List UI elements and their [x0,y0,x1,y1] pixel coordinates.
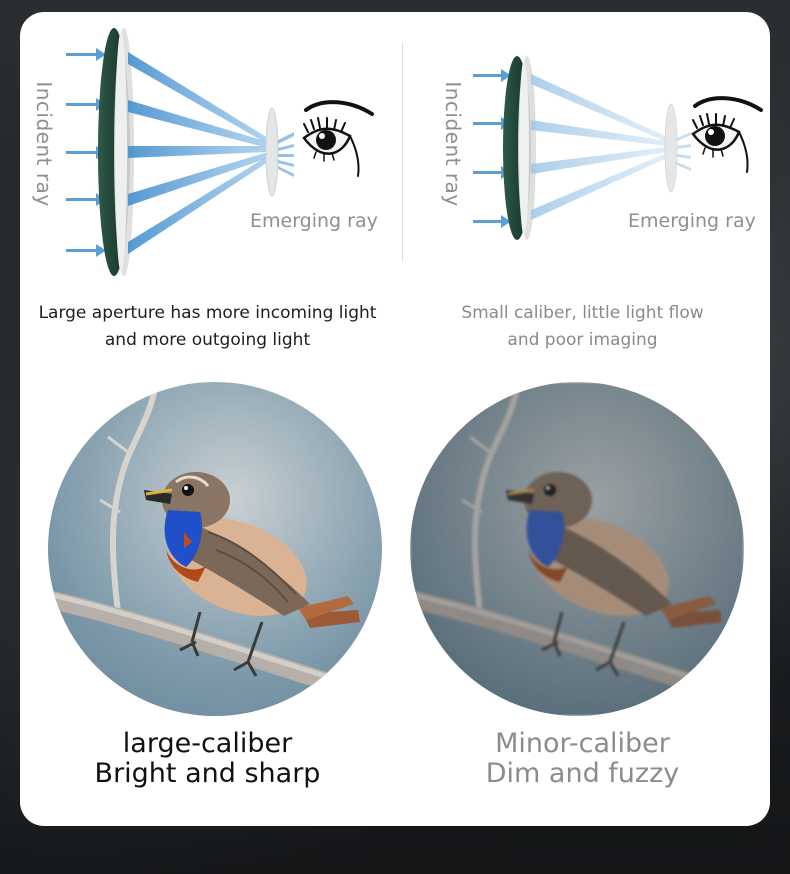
emerging-ray-label: Emerging ray [250,210,378,232]
bird [144,472,360,677]
caption-line: and poor imaging [507,330,658,350]
eye-icon [691,96,763,173]
result-line: Minor-caliber [495,728,670,759]
large-aperture-caption: Large aperture has more incoming light a… [20,300,395,354]
eye-icon [302,100,374,177]
large-aperture-panel: Incident ray Emerging ray Large aperture… [20,12,395,826]
converging-rays [531,74,667,220]
large-caliber-result: large-caliber Bright and sharp [20,729,395,789]
caption-line: Large aperture has more incoming light [38,303,377,323]
incident-ray-label: Incident ray [32,81,56,207]
incident-ray-label: Incident ray [441,81,465,207]
small-aperture-ray-diagram [473,56,763,240]
emerging-ray-label: Emerging ray [628,210,756,232]
sharp-bird-image [48,382,382,716]
fuzzy-bird-image [410,382,744,716]
result-line: large-caliber [122,728,293,759]
minor-caliber-result: Minor-caliber Dim and fuzzy [395,729,770,789]
eyepiece-lens [265,107,279,197]
small-aperture-caption: Small caliber, little light flow and poo… [395,300,770,354]
caption-line: and more outgoing light [104,330,311,350]
result-line: Dim and fuzzy [485,758,680,789]
panel-divider [402,42,403,262]
result-line: Bright and sharp [94,758,321,789]
large-aperture-ray-diagram [66,28,374,276]
converging-rays [128,52,268,254]
comparison-card: Incident ray Emerging ray Large aperture… [20,12,770,826]
caption-line: Small caliber, little light flow [461,303,704,323]
eyepiece-lens [664,103,678,193]
small-aperture-panel: Incident ray Emerging ray Small caliber,… [395,12,770,826]
bird [506,472,722,677]
